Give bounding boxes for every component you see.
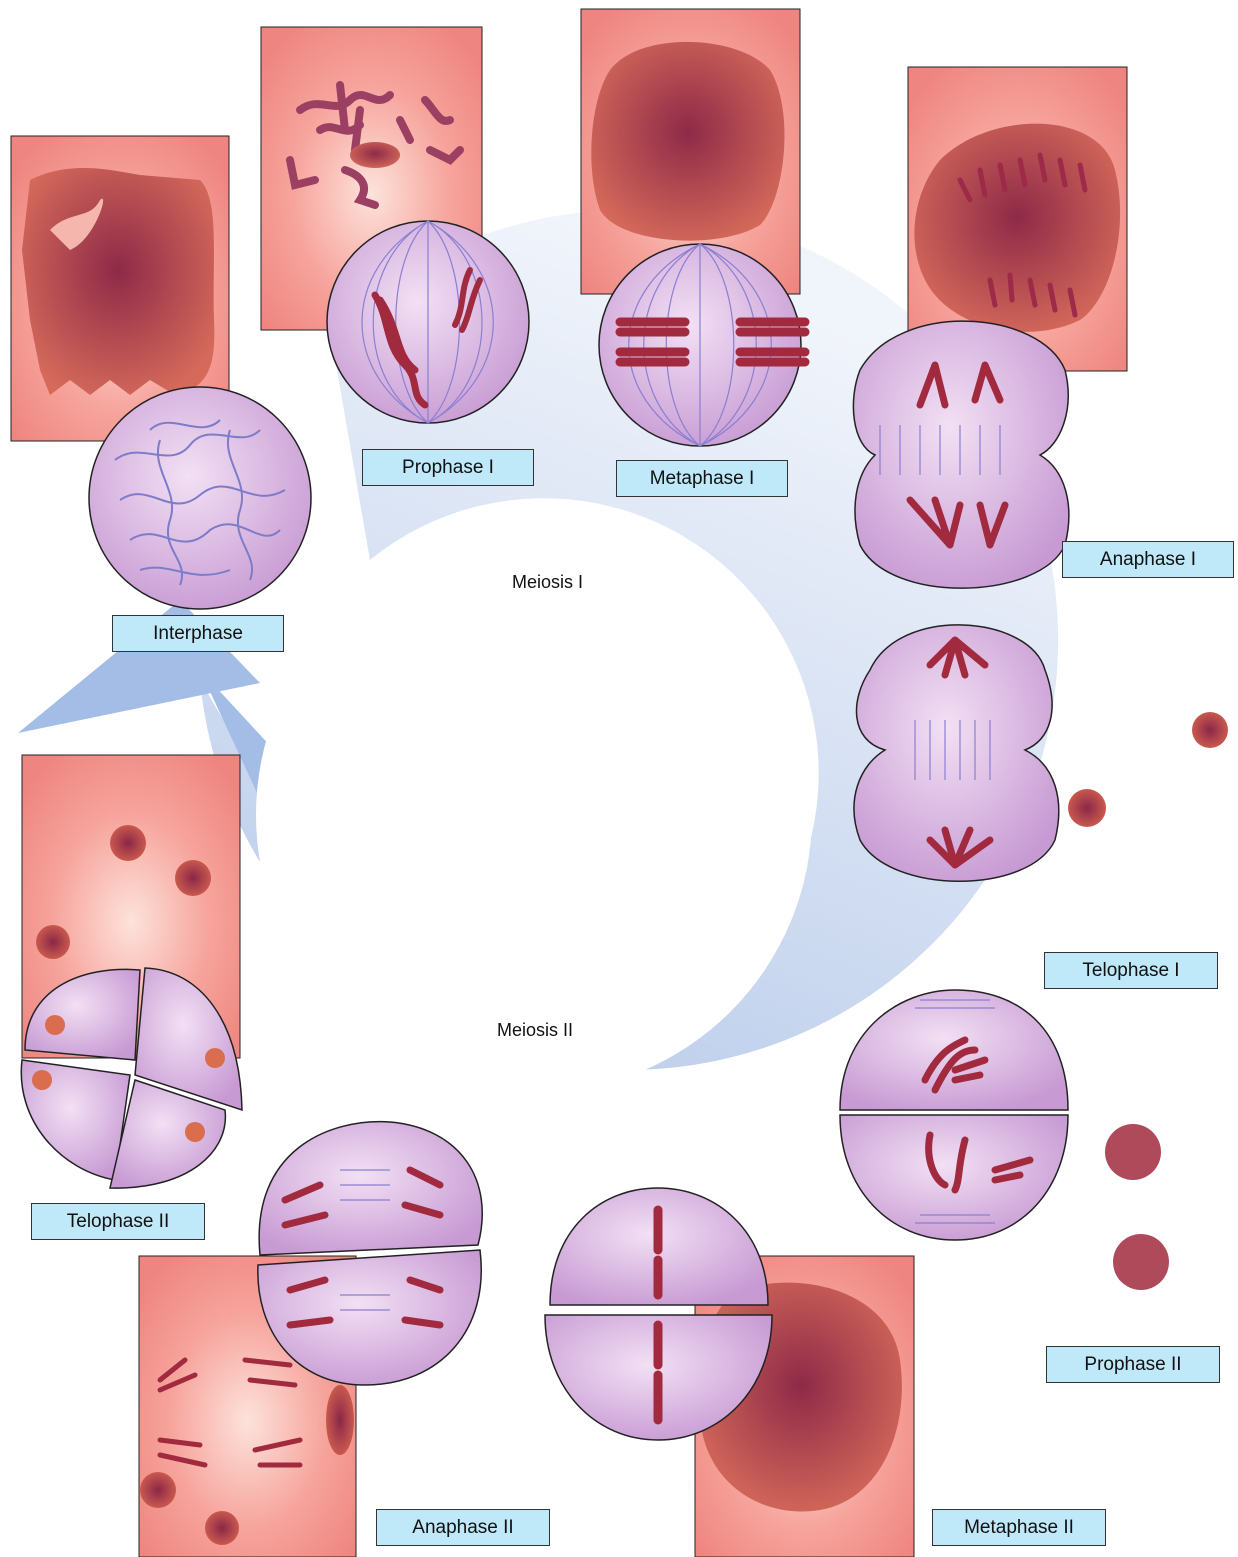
label-metaphase-1: Metaphase I [616,460,788,497]
label-telophase-2: Telophase II [31,1203,205,1240]
telophase1-nuclei [1068,712,1228,827]
anaphase1-cell [853,321,1068,588]
label-anaphase-1: Anaphase I [1062,541,1234,578]
prophase2-chromosome-clusters [1105,1124,1169,1290]
label-prophase-2: Prophase II [1046,1346,1220,1383]
label-metaphase-2: Metaphase II [932,1509,1106,1546]
label-anaphase-2: Anaphase II [376,1509,550,1546]
telophase1-cell [854,625,1059,881]
prophase1-cell [327,221,529,423]
prophase2-cell [840,990,1068,1240]
label-telophase-1: Telophase I [1044,952,1218,989]
interphase-cell [89,387,311,609]
telophase2-cell [21,968,242,1188]
label-interphase: Interphase [112,615,284,652]
label-prophase-1: Prophase I [362,449,534,486]
meiosis-2-text: Meiosis II [497,1020,573,1041]
anaphase2-cell [258,1122,482,1385]
meiosis-1-text: Meiosis I [512,572,583,593]
